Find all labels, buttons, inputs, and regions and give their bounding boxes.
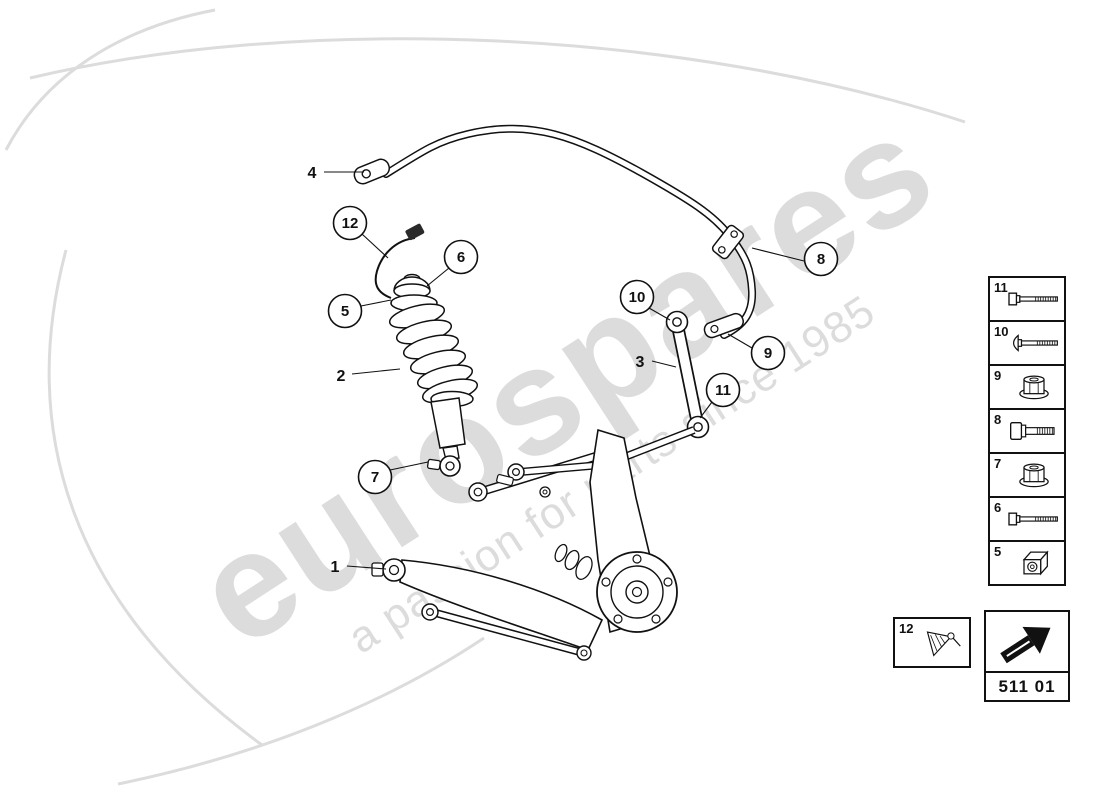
callout-8[interactable]: 8 — [803, 241, 839, 277]
wheel-hub — [596, 551, 678, 633]
square-nut-icon — [1007, 548, 1061, 578]
svg-text:10: 10 — [629, 289, 646, 306]
callout-10[interactable]: 10 — [619, 279, 655, 315]
stabilizer-bar — [353, 124, 757, 339]
flange-nut-icon — [1007, 372, 1061, 402]
sensor-cable — [374, 237, 416, 299]
stabilizer-bracket — [703, 312, 744, 339]
part-group-code: 511 01 — [998, 677, 1056, 696]
legend-item-number: 9 — [994, 368, 1002, 383]
svg-text:11: 11 — [715, 382, 731, 399]
rear-upright-assembly — [468, 426, 696, 634]
legend-item-12[interactable]: 12 — [893, 617, 971, 668]
flange-nut-icon — [1007, 460, 1061, 490]
watermark-swoosh — [29, 37, 966, 124]
svg-text:12: 12 — [342, 215, 359, 232]
callout-6[interactable]: 6 — [443, 239, 479, 275]
nav-box-divider — [986, 671, 1068, 673]
diagram-nav-box[interactable]: 511 01 — [984, 610, 1070, 702]
part-labels: 4 2 3 1 — [308, 165, 645, 576]
legend-item-number: 7 — [994, 456, 1002, 471]
part-label-4[interactable]: 4 — [308, 165, 317, 182]
damper-body — [430, 397, 466, 449]
watermark-swoosh — [4, 8, 216, 151]
svg-text:9: 9 — [764, 345, 772, 362]
legend-item-5[interactable]: 5 — [988, 540, 1066, 586]
legend-item-number: 11 — [994, 280, 1008, 295]
shock-absorber — [374, 223, 479, 477]
cable-connector — [405, 223, 425, 241]
long-screw-icon — [1007, 328, 1061, 358]
stabilizer-end-eyelet — [353, 158, 391, 185]
svg-text:7: 7 — [371, 469, 379, 486]
drop-link — [665, 310, 710, 439]
svg-text:5: 5 — [341, 303, 349, 320]
part-label-3[interactable]: 3 — [636, 354, 645, 371]
legend-item-11[interactable]: 11 — [988, 276, 1066, 322]
lower-wishbone — [371, 558, 604, 661]
part-label-2[interactable]: 2 — [337, 368, 346, 385]
short-bolt-icon — [1007, 416, 1061, 446]
legend-item-6[interactable]: 6 — [988, 496, 1066, 542]
callouts: 12 6 5 10 8 9 — [327, 205, 839, 495]
legend-item-9[interactable]: 9 — [988, 364, 1066, 410]
legend-item-number: 12 — [899, 621, 914, 636]
legend-item-7[interactable]: 7 — [988, 452, 1066, 498]
leader-lines — [324, 171, 805, 570]
legend-item-number: 6 — [994, 500, 1002, 515]
callout-7[interactable]: 7 — [357, 459, 393, 495]
svg-text:8: 8 — [817, 251, 825, 268]
svg-text:6: 6 — [457, 249, 465, 266]
coil-spring — [388, 303, 479, 404]
part-label-1[interactable]: 1 — [331, 559, 340, 576]
arm-bolts — [496, 474, 551, 498]
watermark-swoosh — [117, 636, 485, 786]
stabilizer-clamp — [711, 224, 745, 260]
watermark-swoosh — [47, 249, 263, 747]
callout-11[interactable]: 11 — [705, 372, 741, 408]
fastener-legend: 11 10 9 8 7 6 5 — [988, 276, 1066, 586]
callout-5[interactable]: 5 — [327, 293, 363, 329]
arrow-icon — [1000, 626, 1051, 664]
drive-shaft-boot — [554, 543, 593, 580]
legend-item-number: 10 — [994, 324, 1009, 339]
legend-item-10[interactable]: 10 — [988, 320, 1066, 366]
callout-9[interactable]: 9 — [750, 335, 786, 371]
long-bolt-icon — [1007, 284, 1061, 314]
legend-item-number: 5 — [994, 544, 1002, 559]
clip-icon — [915, 624, 965, 662]
callout-12[interactable]: 12 — [332, 205, 368, 241]
legend-item-8[interactable]: 8 — [988, 408, 1066, 454]
legend-item-number: 8 — [994, 412, 1002, 427]
long-bolt-icon — [1007, 504, 1061, 534]
